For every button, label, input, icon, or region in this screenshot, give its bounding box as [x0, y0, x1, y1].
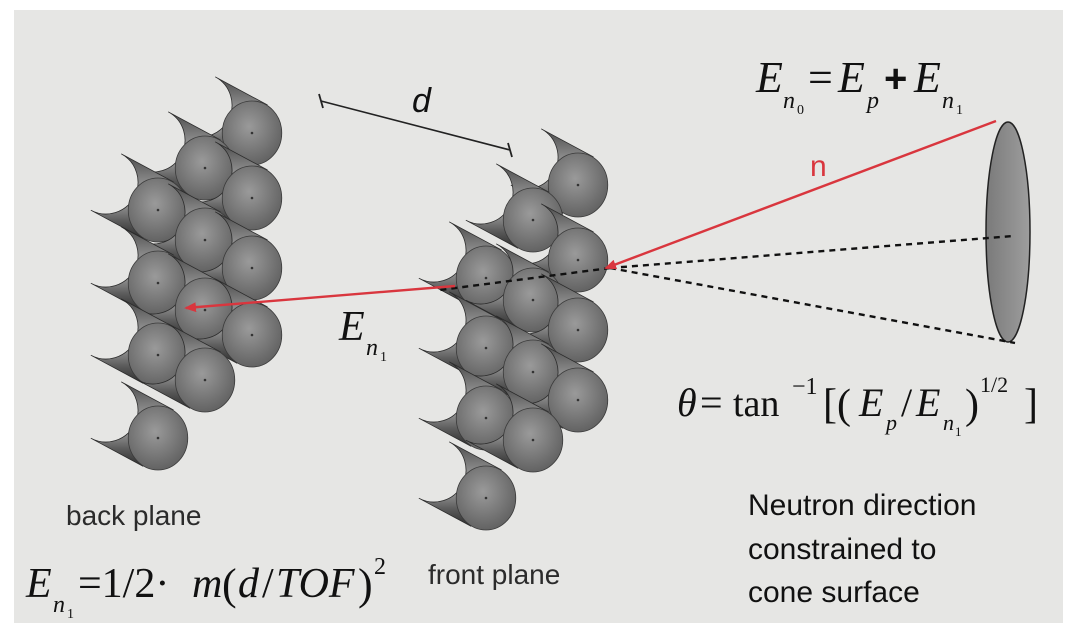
energy-sum-equation: E n 0 = E p + E n 1: [755, 53, 963, 118]
theta-slash: /: [901, 380, 913, 425]
en1-subsub: 1: [380, 350, 387, 365]
theta-inverse: −1: [792, 374, 818, 400]
en1-sub: n: [366, 335, 378, 361]
detector-cylinder: [184, 278, 283, 368]
detector-cylinder: [465, 315, 564, 405]
caption-line-3: cone surface: [748, 576, 920, 609]
eq-lhs-E: E: [755, 53, 783, 102]
cone-surface-lines: [439, 234, 1016, 345]
theta-close-paren: ): [965, 382, 979, 428]
detector-cylinder: [418, 441, 517, 531]
theta-close-bracket: ]: [1024, 382, 1038, 428]
neutron-path: [184, 119, 997, 313]
eq-t2-subsub: 1: [956, 103, 963, 118]
theta-num-E: E: [858, 380, 883, 425]
front-plane-label: front plane: [428, 559, 560, 590]
detector-cylinder: [465, 163, 564, 253]
eq-t1-E: E: [837, 53, 865, 102]
detector-cylinder: [90, 381, 189, 471]
tof-subsub: 1: [67, 607, 74, 622]
back-plane-label: back plane: [66, 500, 201, 531]
en1-E: E: [338, 304, 365, 350]
theta-den-E: E: [915, 380, 940, 425]
tof-m: m: [192, 561, 222, 607]
detector-cylinder: [418, 291, 517, 381]
tof-d: d: [238, 561, 260, 607]
theta-tan: tan: [733, 383, 779, 425]
detector-cylinder: [90, 153, 189, 243]
cone-base-disk: [985, 121, 1031, 343]
front-plane-detectors: [418, 128, 609, 531]
detector-cylinder: [465, 383, 564, 473]
eq-t2-E: E: [913, 53, 941, 102]
tof-equation: E n 1 =1/2· m ( d / TOF ) 2: [25, 554, 386, 622]
caption-line-2: constrained to: [748, 533, 936, 566]
eq-equals: =: [808, 53, 833, 102]
eq-plus: +: [884, 57, 907, 101]
eq-t1-sub: p: [865, 88, 879, 114]
back-plane-detectors: [90, 76, 283, 471]
eq-lhs-subsub: 0: [797, 103, 804, 118]
theta-symbol: θ: [677, 380, 697, 425]
tof-slash: /: [262, 561, 274, 607]
tof-TOF: TOF: [276, 561, 355, 607]
detector-cylinder: [90, 226, 189, 316]
theta-den-sub: n: [943, 410, 954, 435]
distance-marker: [318, 93, 513, 158]
theta-power: 1/2: [980, 372, 1008, 397]
tof-rhs: =1/2·: [78, 561, 169, 607]
detector-cylinder: [418, 221, 517, 311]
detector-cylinder: [137, 253, 236, 343]
tof-E: E: [25, 561, 52, 607]
theta-open: [(: [823, 382, 851, 428]
neutron-label: n: [810, 150, 827, 183]
caption-line-1: Neutron direction: [748, 489, 976, 522]
tof-power: 2: [374, 554, 386, 580]
distance-label: d: [412, 82, 432, 120]
detector-cylinder: [90, 298, 189, 388]
theta-equals: =: [700, 380, 723, 425]
theta-num-sub: p: [884, 410, 897, 435]
en1-label: E n 1: [338, 304, 387, 365]
theta-equation: θ = tan −1 [( E p / E n 1 ) 1/2 ]: [677, 372, 1038, 439]
tof-open: (: [222, 560, 237, 609]
cone-caption: Neutron direction constrained to cone su…: [748, 489, 976, 609]
detector-cylinder: [465, 243, 564, 333]
eq-lhs-sub: n: [783, 88, 795, 114]
detector-cylinder: [137, 323, 236, 413]
theta-den-subsub: 1: [955, 424, 962, 439]
tof-close: ): [358, 560, 373, 609]
tof-sub: n: [53, 592, 65, 618]
eq-t2-sub: n: [942, 88, 954, 114]
